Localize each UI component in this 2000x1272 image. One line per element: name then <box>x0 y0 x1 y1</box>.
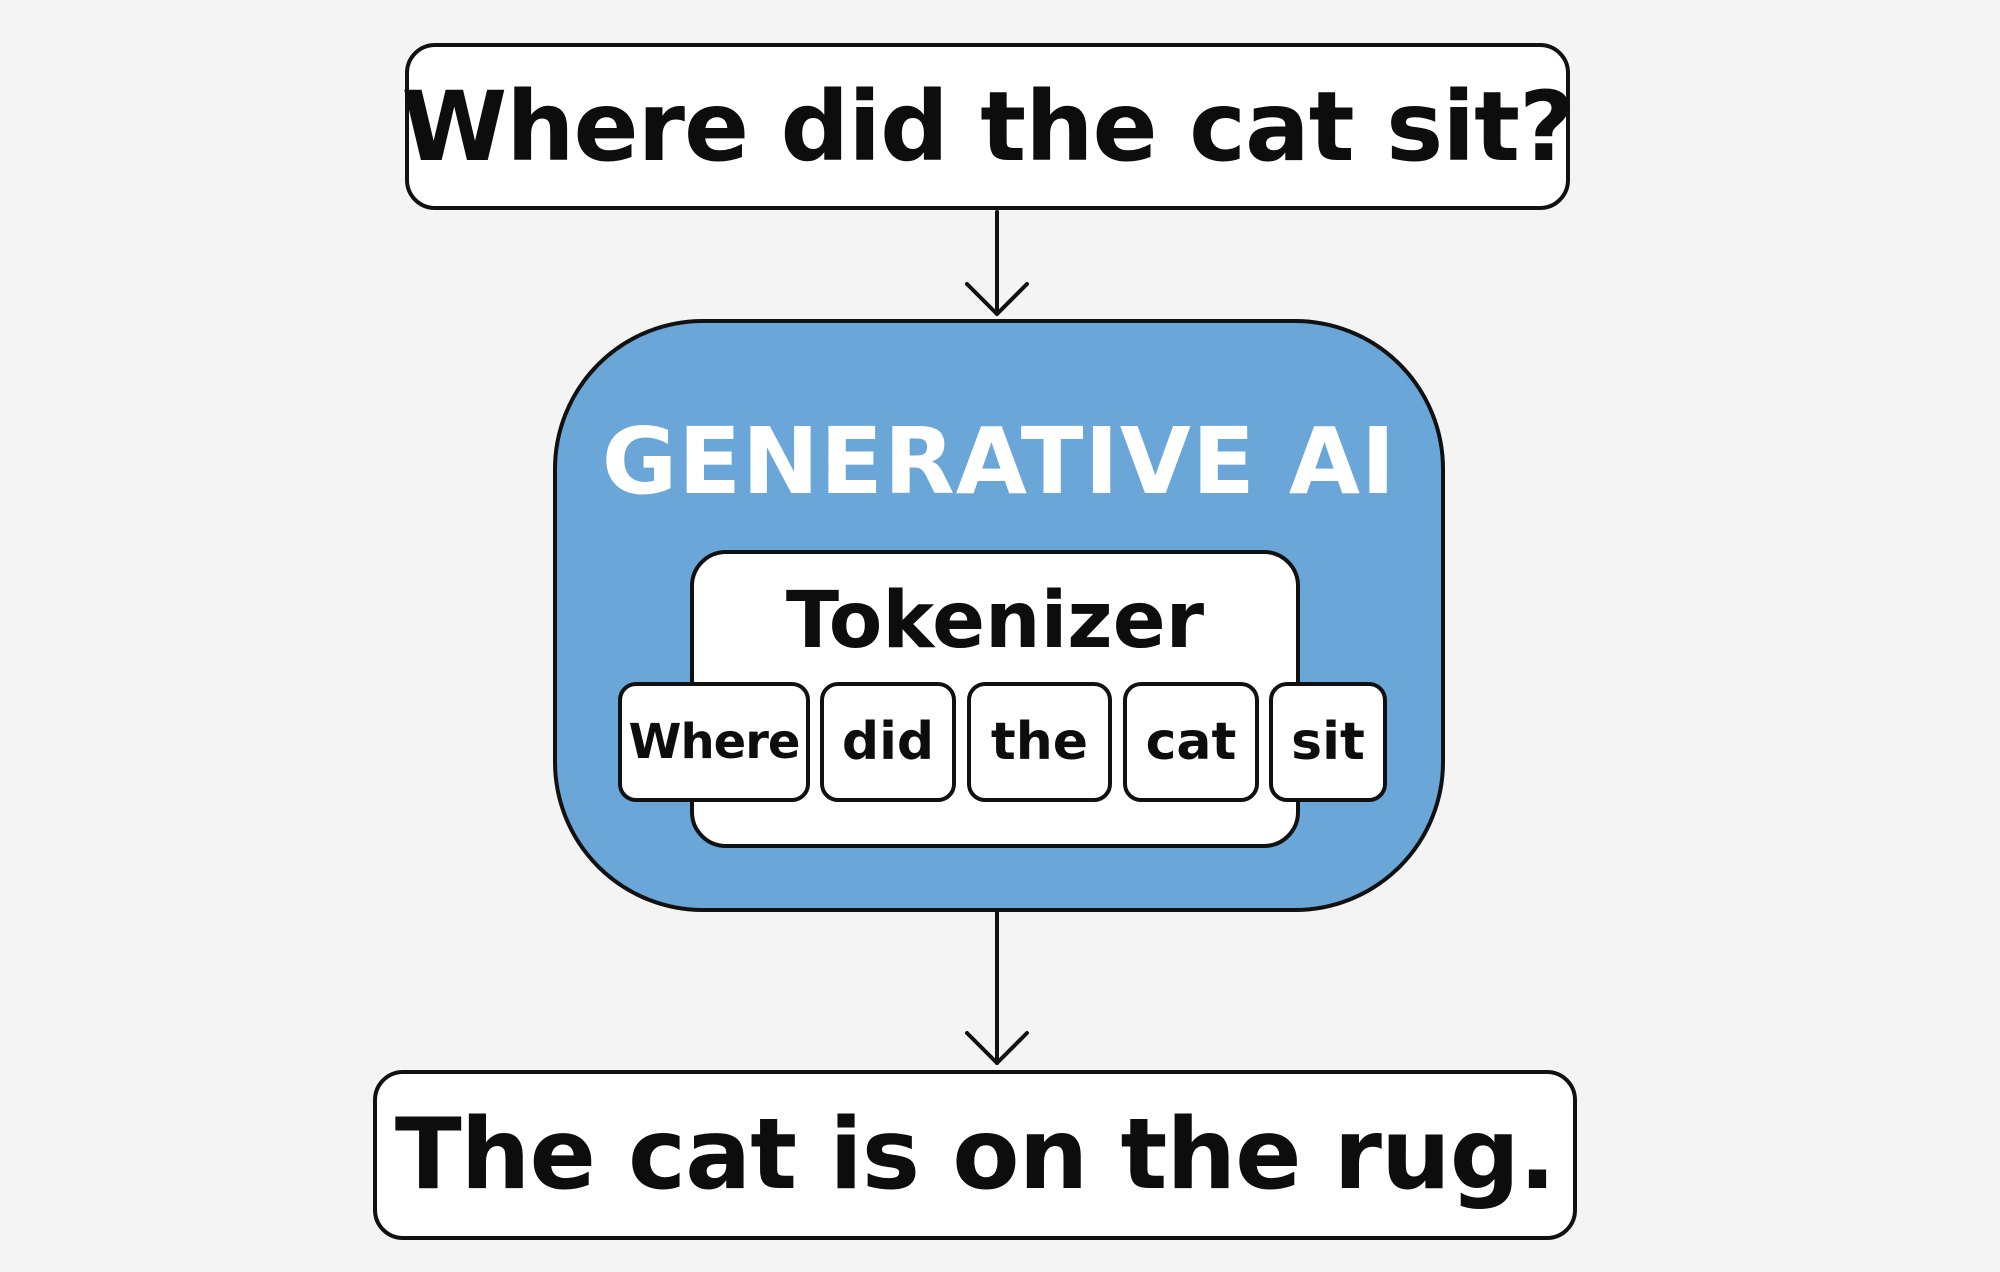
answer-text: The cat is on the rug. <box>394 1098 1556 1212</box>
tokenizer-label: Tokenizer <box>785 576 1205 666</box>
question-text: Where did the cat sit? <box>401 70 1574 183</box>
token-chip: did <box>820 682 956 802</box>
answer-box: The cat is on the rug. <box>373 1070 1577 1240</box>
question-box: Where did the cat sit? <box>401 43 1575 210</box>
token-chip: sit <box>1269 682 1387 802</box>
tokenizer-to-answer-arrowhead <box>965 1031 1029 1065</box>
token-chip: Where <box>618 682 810 802</box>
question-to-model-arrowhead <box>965 282 1029 316</box>
generative-ai-label: GENERATIVE AI <box>601 408 1397 515</box>
token-chip: cat <box>1123 682 1259 802</box>
token-chip: the <box>967 682 1112 802</box>
